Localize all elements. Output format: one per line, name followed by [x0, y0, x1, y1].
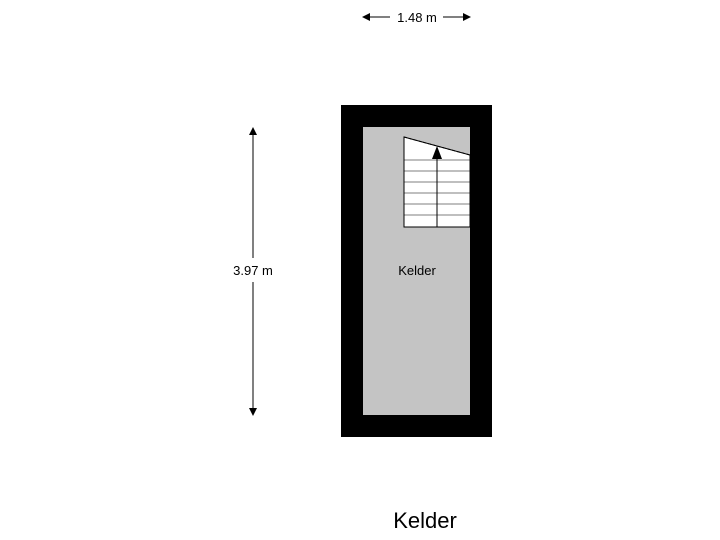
stair-direction-arrow-icon — [432, 146, 442, 159]
width-dimension: 1.48 m — [362, 10, 471, 25]
height-dimension-label: 3.97 m — [233, 263, 273, 278]
stairs-cut-line — [403, 136, 471, 156]
floor-title: Kelder — [393, 508, 457, 533]
staircase — [403, 136, 471, 228]
height-dimension: 3.97 m — [233, 127, 273, 416]
width-dimension-label: 1.48 m — [397, 10, 437, 25]
room-label: Kelder — [398, 263, 436, 278]
